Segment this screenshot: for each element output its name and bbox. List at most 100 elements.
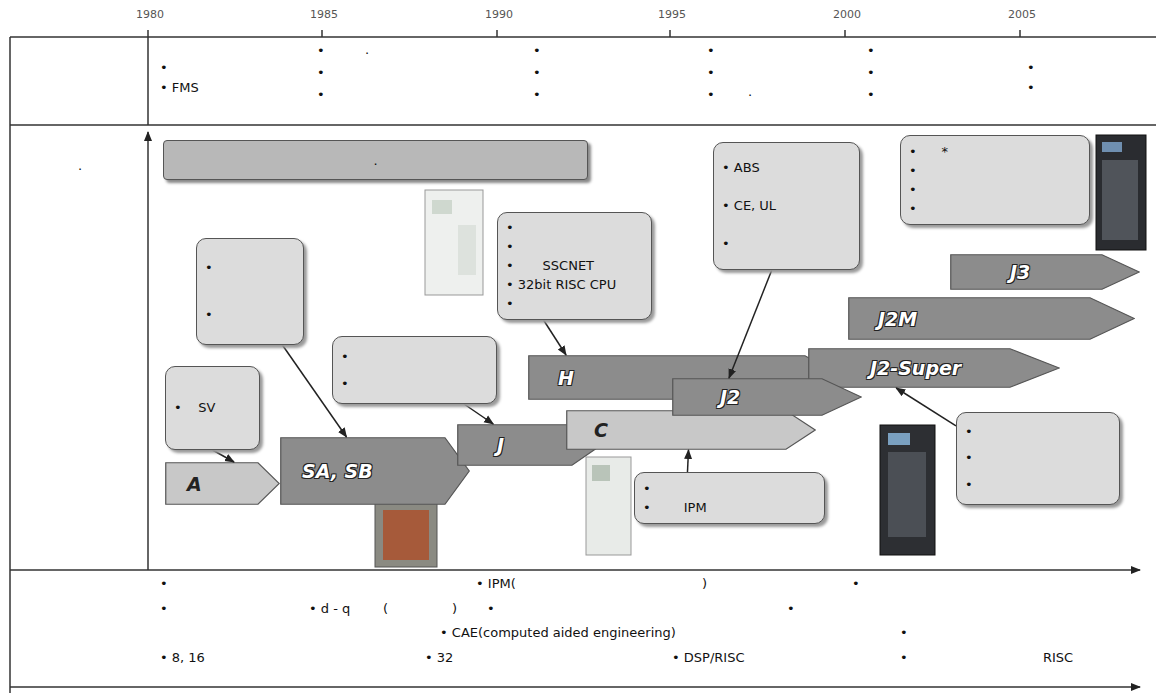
callout-arrow xyxy=(687,450,688,472)
callout-text: • xyxy=(205,306,213,324)
note-text: • d - q xyxy=(309,601,350,616)
callout-arrow xyxy=(544,320,567,355)
callout-box: •• xyxy=(332,336,497,404)
arrow-shape xyxy=(950,254,1140,290)
generation-arrow: J2 xyxy=(672,378,862,416)
callout-text: • xyxy=(909,200,917,218)
note-text: • xyxy=(317,43,325,58)
note-text: . xyxy=(365,42,369,57)
generation-arrow: J2M xyxy=(848,297,1135,340)
note-text: • xyxy=(160,601,168,616)
callout-box: • SV xyxy=(165,366,260,450)
generation-arrow: C xyxy=(566,410,816,450)
note-text: . xyxy=(748,84,752,99)
callout-text: • xyxy=(341,348,349,366)
note-text: • 8, 16 xyxy=(160,650,205,665)
note-text: • xyxy=(852,576,860,591)
callout-box: •• IPM xyxy=(634,472,825,524)
generation-name: H xyxy=(558,367,574,389)
callout-text: • 32bit RISC CPU xyxy=(506,276,616,294)
callout-text: • xyxy=(506,238,514,256)
note-text: ) xyxy=(702,576,707,591)
note-text: • xyxy=(160,576,168,591)
note-text: ) xyxy=(452,601,457,616)
callout-text: • xyxy=(643,480,651,498)
note-text: ( xyxy=(383,601,388,616)
year-label: 1995 xyxy=(658,8,686,21)
note-text: • xyxy=(1027,60,1035,75)
callout-text: • xyxy=(722,235,730,253)
note-text: • xyxy=(533,87,541,102)
note-text: • xyxy=(707,43,715,58)
note-text: • xyxy=(317,65,325,80)
note-text: • xyxy=(867,65,875,80)
note-text: • xyxy=(867,87,875,102)
note-text: • xyxy=(707,87,715,102)
callout-text: • xyxy=(909,162,917,180)
callout-text: • xyxy=(341,375,349,393)
callout-text: • SSCNET xyxy=(506,257,594,275)
callout-arrow xyxy=(896,388,956,426)
callout-text: • xyxy=(506,295,514,313)
generation-name: J2-Super xyxy=(870,357,961,379)
generation-arrow: J3 xyxy=(950,254,1140,290)
generation-name: J2 xyxy=(720,386,740,408)
note-text: • CAE(computed aided engineering) xyxy=(440,625,676,640)
callout-arrow xyxy=(213,450,235,462)
note-text: RISC xyxy=(1043,650,1073,665)
generation-name: A xyxy=(187,473,202,495)
generation-name: J xyxy=(497,434,504,456)
period-band: . xyxy=(163,140,588,180)
callout-text: • SV xyxy=(174,399,215,417)
note-text: • xyxy=(900,625,908,640)
callout-box: •• xyxy=(196,238,304,345)
note-text: • xyxy=(533,43,541,58)
callout-text: . xyxy=(373,153,377,168)
callout-text: • xyxy=(909,181,917,199)
year-label: 1990 xyxy=(485,8,513,21)
arrow-shape xyxy=(672,378,862,416)
arrow-shape xyxy=(165,462,280,505)
year-label: 1985 xyxy=(310,8,338,21)
note-text: • xyxy=(707,65,715,80)
note-text: • xyxy=(900,650,908,665)
callout-text: • CE, UL xyxy=(722,197,776,215)
callout-text: • xyxy=(965,476,973,494)
note-text: • xyxy=(533,65,541,80)
callout-box: • *••• xyxy=(900,135,1090,225)
callout-text: • ABS xyxy=(722,159,760,177)
note-text: • IPM( xyxy=(476,576,516,591)
callout-text: • xyxy=(506,219,514,237)
generation-name: J3 xyxy=(1010,261,1030,283)
note-text: • xyxy=(867,43,875,58)
callout-text: • * xyxy=(909,143,948,161)
callout-text: • xyxy=(205,259,213,277)
note-text: • 32 xyxy=(425,650,453,665)
year-label: 2005 xyxy=(1008,8,1036,21)
callout-box: • • • xyxy=(956,412,1120,505)
generation-name: J2M xyxy=(878,308,917,330)
note-text: • xyxy=(317,87,325,102)
callout-box: • ABS • CE, UL • xyxy=(713,142,860,270)
callout-box: ••• SSCNET• 32bit RISC CPU• xyxy=(497,212,652,320)
callout-text: • xyxy=(965,423,973,441)
note-text: • FMS xyxy=(160,80,199,95)
note-text: • xyxy=(1027,80,1035,95)
generation-arrow: SA, SB xyxy=(280,437,470,505)
year-label: 1980 xyxy=(136,8,164,21)
generation-name: SA, SB xyxy=(302,460,373,482)
note-text: . xyxy=(78,158,82,173)
year-label: 2000 xyxy=(833,8,861,21)
generation-arrow: A xyxy=(165,462,280,505)
generation-arrow: J2-Super xyxy=(808,348,1060,388)
callout-text: • IPM xyxy=(643,499,707,517)
generation-name: C xyxy=(594,419,608,441)
note-text: • xyxy=(787,601,795,616)
callout-text: • xyxy=(965,449,973,467)
note-text: • xyxy=(160,60,168,75)
note-text: • xyxy=(487,601,495,616)
note-text: • DSP/RISC xyxy=(672,650,744,665)
